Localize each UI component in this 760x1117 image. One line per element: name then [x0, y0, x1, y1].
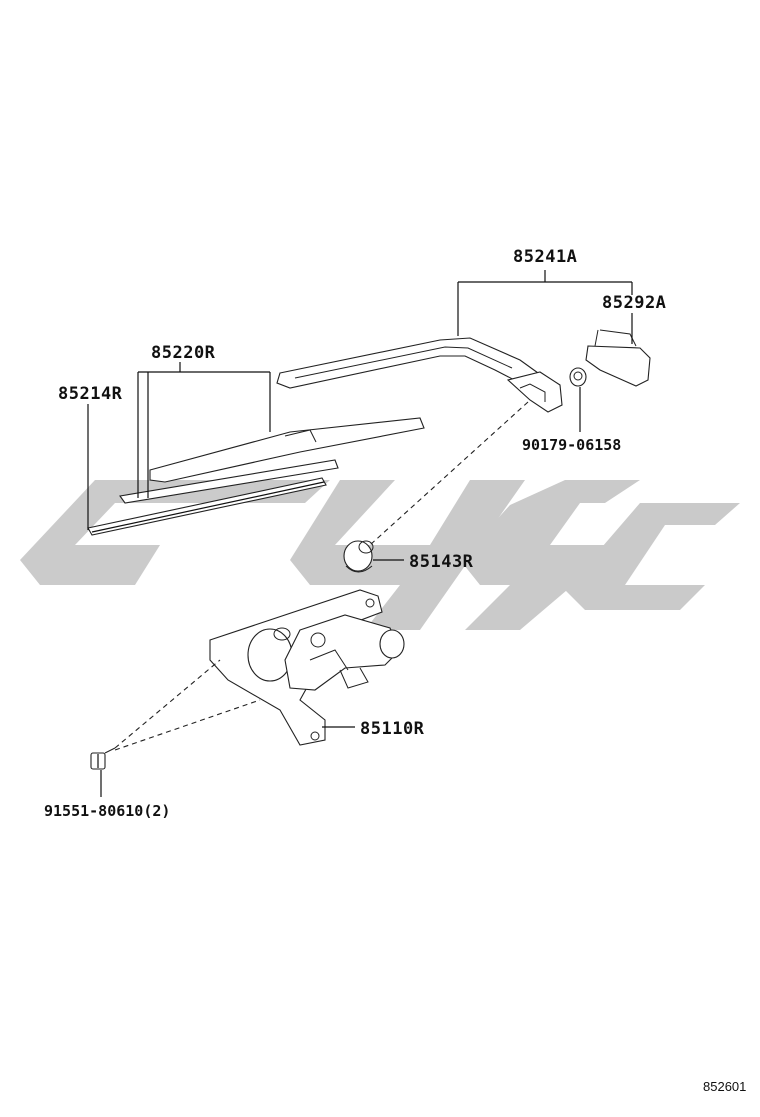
wiper-blade-drawing: [119, 417, 425, 504]
grommet-drawing: [343, 540, 374, 573]
bolt-drawing: [90, 747, 116, 770]
wiper-motor-drawing: [209, 589, 405, 746]
watermark-logo: [20, 480, 740, 630]
leader-lines: [87, 270, 633, 797]
nut-drawing: [569, 367, 587, 387]
part-label-85214R[interactable]: 85214R: [58, 384, 123, 404]
part-label-85143R[interactable]: 85143R: [409, 552, 474, 572]
blade-rubber-drawing: [87, 477, 327, 536]
part-label-85110R[interactable]: 85110R: [360, 719, 425, 739]
part-label-85241A[interactable]: 85241A: [513, 247, 577, 267]
arm-cover-drawing: [585, 329, 651, 387]
assembly-lines: [114, 401, 529, 751]
part-label-90179-06158[interactable]: 90179-06158: [522, 436, 621, 454]
part-label-91551-80610[interactable]: 91551-80610(2): [44, 802, 170, 820]
figure-id: 852601: [703, 1079, 746, 1094]
part-label-85220R[interactable]: 85220R: [151, 343, 216, 363]
wiper-arm-drawing: [276, 337, 563, 413]
part-label-85292A[interactable]: 85292A: [602, 293, 666, 313]
